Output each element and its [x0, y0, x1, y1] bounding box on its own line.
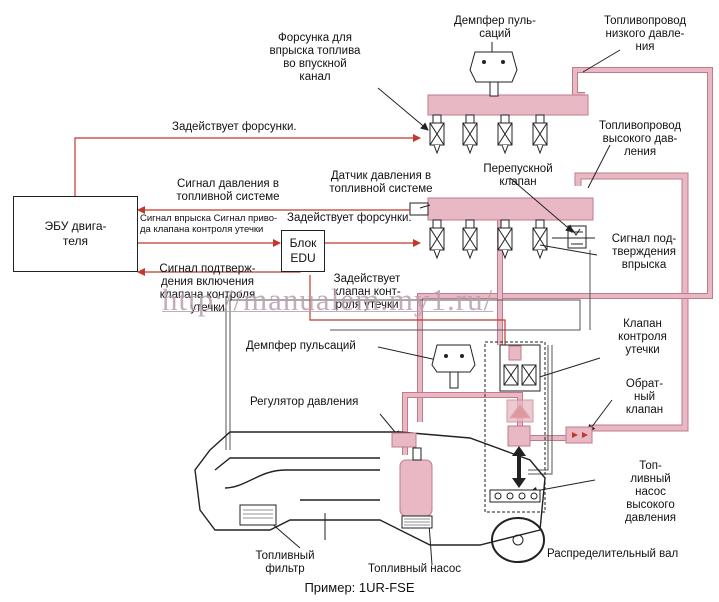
label-hp-pump: Топ- ливный насос высокого давления: [624, 460, 677, 524]
label-relief-valve: Перепускной клапан: [483, 163, 553, 188]
label-activates-injectors-mid: Задействует форсунки.: [287, 212, 412, 224]
watermark: http://manualem.my1.ru/: [162, 282, 494, 317]
label-fuel-pump: Топливный насос: [368, 563, 461, 575]
pulsation-damper-top: [469, 51, 518, 97]
label-leak-control-valve: Клапан контроля утечки: [618, 318, 667, 356]
fuel-tank: [194, 431, 546, 546]
label-leak-valve-confirm-signal: Сигнал подтверж- дения включения клапана…: [159, 263, 256, 314]
label-pulsation-damper-top: Демпфер пуль- саций: [453, 15, 537, 40]
intake-injectors: [429, 114, 548, 155]
label-low-pressure-line: Топливопровод низкого давле- ния: [603, 15, 687, 53]
pressure-sensor-body: [409, 202, 429, 216]
return-lines: [225, 250, 591, 475]
label-pressure-sensor: Датчик давления в топливной системе: [329, 170, 433, 195]
label-injection-confirm-signal: Сигнал под- тверждения впрыска: [611, 233, 677, 271]
hp-pump: [484, 341, 546, 513]
fuel-pump-assembly: [391, 432, 433, 529]
fuel-filter: [239, 504, 277, 526]
arrow-activates-injectors-top: [74, 134, 421, 196]
low-pressure-rail: [427, 51, 589, 155]
camshaft: [491, 517, 545, 563]
label-injection-signal: Сигнал впрыска Сигнал приво- да клапана …: [140, 213, 278, 235]
figure-caption: Пример: 1UR-FSE: [304, 580, 415, 595]
high-pressure-rail: [409, 197, 594, 260]
label-pulsation-damper-low: Демпфер пульсаций: [246, 340, 356, 352]
relief-valve: [567, 225, 587, 249]
label-fuel-filter: Топливный фильтр: [255, 550, 315, 575]
label-camshaft: Распределительный вал: [547, 548, 679, 560]
label-injector-intake: Форсунка для впрыска топлива во впускной…: [269, 32, 361, 83]
direct-injectors: [429, 219, 548, 260]
label-pressure-regulator: Регулятор давления: [250, 396, 359, 408]
check-valve: [565, 426, 593, 444]
arrow-activates-leak-valve: [309, 275, 509, 356]
label-check-valve: Обрат- ный клапан: [625, 378, 664, 416]
label-activates-leak-valve: Задействует клапан конт- роля утечки: [333, 273, 401, 311]
ecu-block: ЭБУ двига- теля: [13, 196, 138, 272]
label-high-pressure-line: Топливопровод высокого дав- ления: [598, 120, 682, 158]
label-activates-injectors-top: Задействует форсунки.: [172, 121, 297, 133]
label-pressure-signal: Сигнал давления в топливной системе: [176, 178, 280, 203]
signal-arrows: [74, 134, 509, 356]
edu-block: Блок EDU: [281, 230, 325, 272]
pulsation-damper-low: [431, 344, 476, 389]
